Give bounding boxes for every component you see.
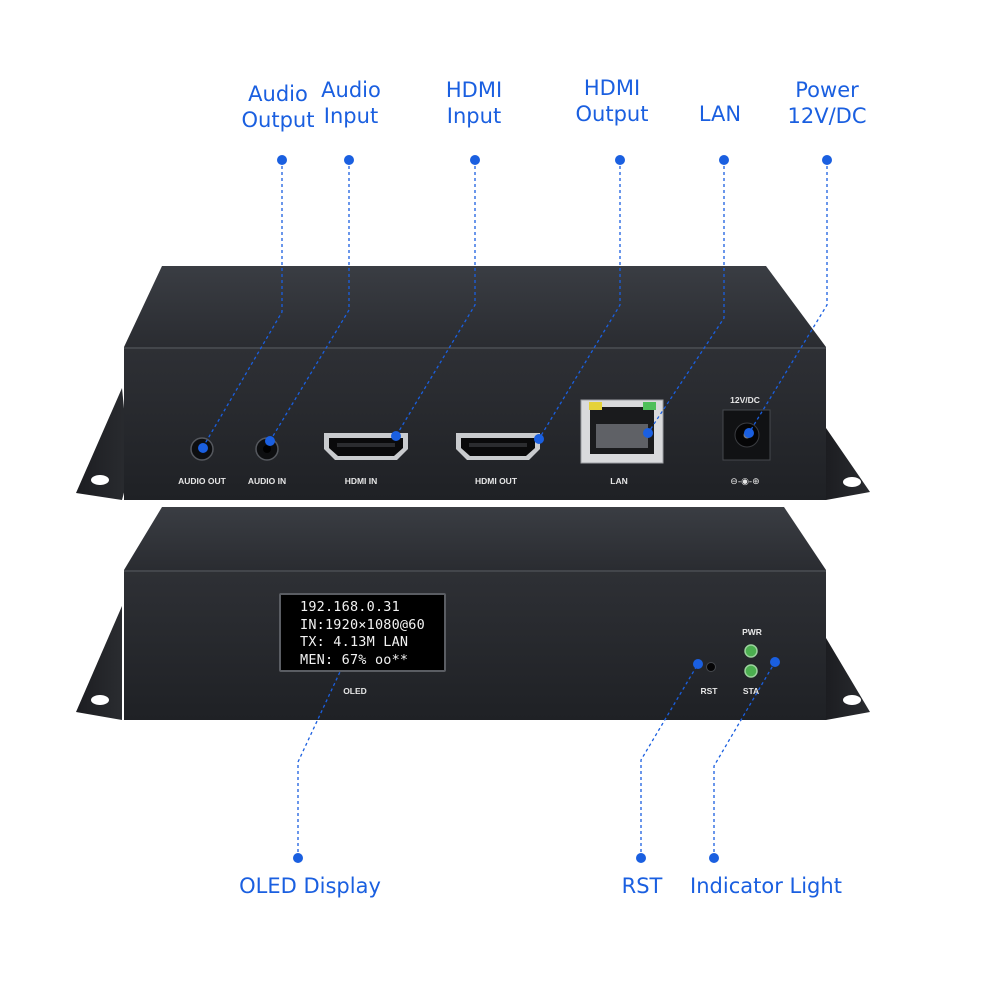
rear-unit: AUDIO OUT AUDIO IN HDMI IN HDMI OUT: [76, 266, 870, 500]
hdmi-in-label: HDMI IN: [345, 476, 378, 486]
audio-in-label: AUDIO IN: [248, 476, 286, 486]
lan-port-label: LAN: [610, 476, 627, 486]
rear-unit-face: [124, 347, 826, 500]
led-icon: [744, 644, 758, 658]
mounting-ear-hole-icon: [91, 475, 109, 485]
hdmi-out-label: HDMI OUT: [475, 476, 518, 486]
polarity-symbol: ⊖-◉-⊕: [730, 477, 759, 487]
led-icon: [744, 664, 758, 678]
mounting-ear-left-front: [76, 606, 122, 720]
front-unit: OLED RST PWR STA: [76, 507, 870, 720]
rear-unit-top: [124, 266, 826, 347]
oled-line-ip: 192.168.0.31: [300, 599, 400, 615]
rst-label: RST: [701, 686, 719, 696]
mounting-ear-right-rear: [826, 428, 870, 500]
oled-line-tx: TX: 4.13M LAN: [300, 634, 409, 650]
front-unit-top: [124, 507, 826, 570]
mounting-ear-hole-icon: [843, 477, 861, 487]
sta-label: STA: [743, 686, 759, 696]
mounting-ear-hole-icon: [843, 695, 861, 705]
hdmi-port-icon: [456, 433, 540, 460]
rj45-port-icon: [580, 399, 664, 464]
front-unit-face: [124, 570, 826, 720]
power-port-label: 12V/DC: [730, 395, 760, 405]
mounting-ear-hole-icon: [91, 695, 109, 705]
callout-oled-display: OLED Display: [239, 874, 381, 898]
callout-rst: RST: [621, 874, 663, 898]
oled-display: 192.168.0.31 IN:1920×1080@60 TX: 4.13M L…: [279, 593, 446, 672]
oled-label: OLED: [343, 686, 367, 696]
mounting-ear-left-rear: [76, 388, 130, 500]
pwr-label: PWR: [742, 627, 762, 637]
oled-line-input: IN:1920×1080@60: [300, 616, 425, 633]
reset-button-icon: [706, 662, 716, 672]
audio-out-label: AUDIO OUT: [178, 476, 227, 486]
leader-lines: [202, 160, 828, 858]
callout-indicator-light: Indicator Light: [690, 874, 842, 898]
hdmi-port-icon: [324, 433, 408, 460]
oled-line-mem: MEN: 67% oo**: [300, 651, 409, 668]
mounting-ear-right-front: [826, 638, 870, 720]
callout-lan: LAN: [698, 102, 742, 126]
